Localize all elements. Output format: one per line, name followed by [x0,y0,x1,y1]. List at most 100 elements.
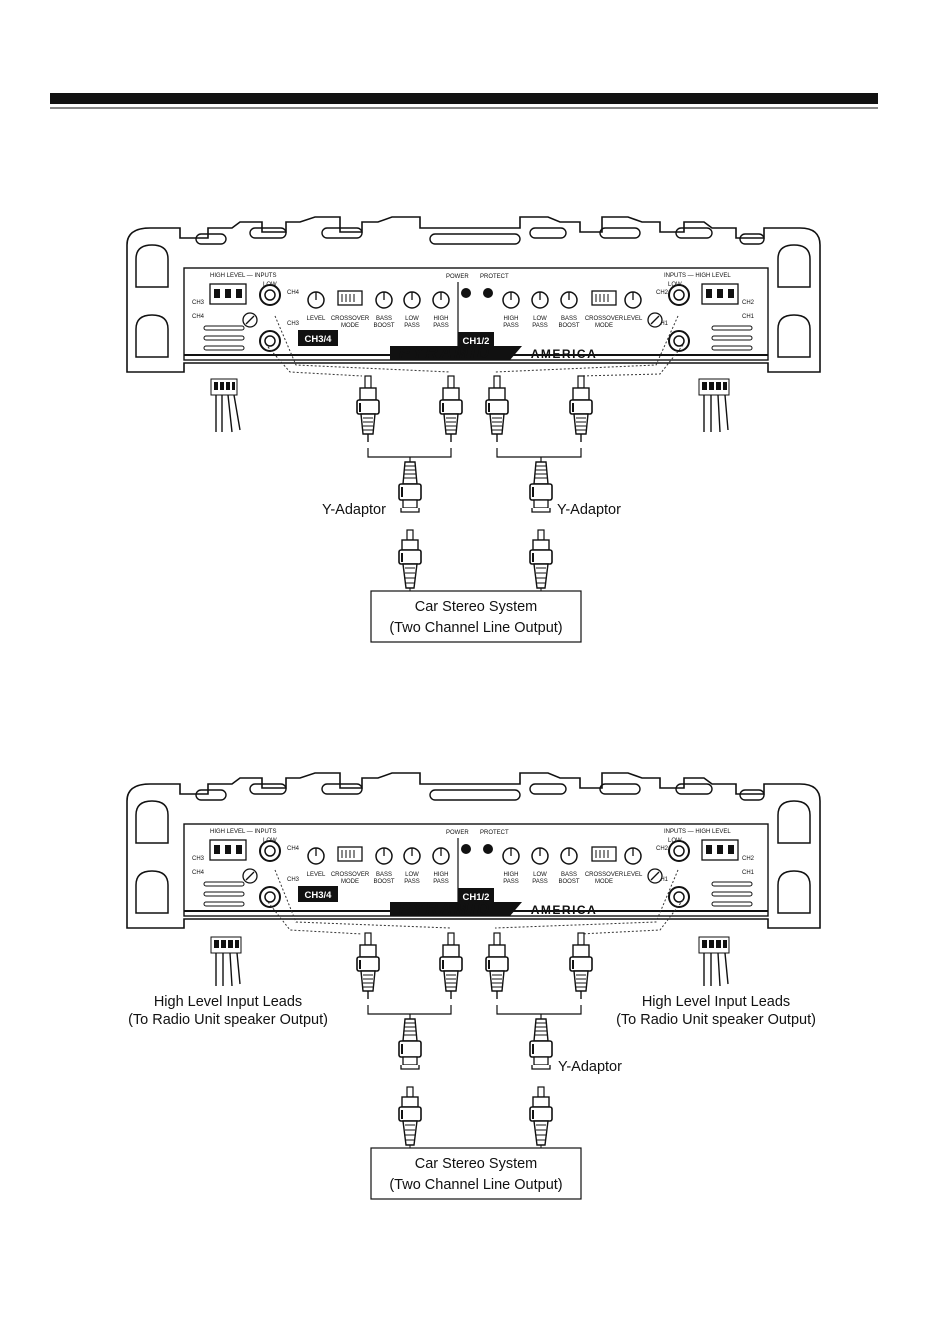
rca-plug [356,932,380,999]
channel-label: CH4 [287,846,300,852]
high-level-plug-left [210,936,242,987]
knob-label: HIGH [434,872,449,878]
high-level-plug-right [698,936,730,987]
heatsink-fin-slot [321,783,363,795]
rca-input-jack [259,886,281,908]
leads-label-left-line2: (To Radio Unit speaker Output) [128,1012,328,1028]
knob-label: MODE [341,879,359,885]
amplifier-panel: HIGH LEVEL — INPUTS INPUTS — HIGH LEVEL LO… [126,772,821,929]
rca-plug [439,375,463,442]
channel-badge-text: CH1/2 [463,892,490,903]
heatsink-fin-slot [321,227,363,239]
channel-label: CH2 [742,856,755,862]
knob-label: LOW [405,316,419,322]
heatsink-fin-slot [195,789,227,801]
knob-label: MODE [595,879,613,885]
heatsink-fin-slot [429,233,521,245]
knob-label: CROSSOVER [331,872,370,878]
heatsink-fin-slot [739,233,765,245]
knob-label: BOOST [373,323,394,329]
protect-led-label: PROTECT [480,830,509,836]
y-adaptor-label-right: Y-Adaptor [557,502,621,518]
knob-label: CROSSOVER [331,316,370,322]
heatsink-fin-slot [675,783,713,795]
protect-led [483,844,493,854]
knob-label: MODE [595,323,613,329]
rca-input-jack [259,840,281,862]
rca-input-jack [259,284,281,306]
knob-label: LOW [533,872,547,878]
channel-label: CH2 [656,290,669,296]
heatsink-side-arch [135,870,169,914]
leads-label-right-line1: High Level Input Leads [642,994,790,1010]
y-adaptor [529,461,553,513]
knob-label: BASS [561,872,577,878]
channel-label: CH3 [287,321,300,327]
heatsink-side-arch [777,800,811,844]
high-level-inputs-label: INPUTS — HIGH LEVEL [664,829,731,835]
rca-input-jack [668,284,690,306]
high-level-plug-left [210,378,241,433]
protect-led [483,288,493,298]
rca-input-jack [668,330,690,352]
channel-label: CH1 [742,870,755,876]
heatsink-fin-slot [249,227,287,239]
knob-label: HIGH [504,872,519,878]
knob-label: PASS [503,879,519,885]
knob-label: PASS [433,323,449,329]
rca-input-jack [668,886,690,908]
channel-label: CH2 [742,300,755,306]
protect-led-label: PROTECT [480,274,509,280]
channel-label: CH3 [287,877,300,883]
heatsink-outline [126,216,821,373]
power-led-label: POWER [446,830,469,836]
dotted-cable-ch4 [274,869,451,929]
dotted-cable-ch1 [579,899,684,935]
heatsink-fin-slot [249,783,287,795]
rca-plug [439,932,463,999]
high-level-inputs-label: HIGH LEVEL — INPUTS [210,829,276,835]
power-led [461,288,471,298]
rca-plug-to-stereo [398,1086,422,1146]
heatsink-outline [126,772,821,929]
heatsink-fin-slot [739,789,765,801]
knob-label: BASS [376,872,392,878]
heatsink-fin-slot [529,783,567,795]
rca-plug [485,375,509,442]
car-stereo-title: Car Stereo System [415,1156,538,1172]
channel-label: CH3 [192,856,205,862]
brand-logo-right: AMERICA [531,903,598,917]
heatsink-fin-slot [675,227,713,239]
channel-label: CH2 [656,846,669,852]
knob-label: MODE [341,323,359,329]
y-wire-right [496,448,582,462]
y-wire-left [367,448,452,462]
knob-label: LEVEL [624,316,643,322]
knob-label: CROSSOVER [585,872,624,878]
rca-plug [569,932,593,999]
rca-plug [485,932,509,999]
knob-label: HIGH [504,316,519,322]
car-stereo-box [370,1147,582,1200]
rca-plug [356,375,380,442]
high-level-inputs-label: HIGH LEVEL — INPUTS [210,273,276,279]
dotted-cable-ch1 [579,344,684,377]
power-led-label: POWER [446,274,469,280]
high-level-plug-right [698,378,730,433]
brand-logo-left: PYRAMID [399,343,491,362]
heatsink-side-arch [777,244,811,288]
knob-label: PASS [404,323,420,329]
knob-label: BOOST [373,879,394,885]
power-led [461,844,471,854]
channel-badge-text: CH3/4 [305,334,333,345]
y-adaptor-label-right: Y-Adaptor [558,1059,622,1075]
car-stereo-subtitle: (Two Channel Line Output) [389,1177,562,1193]
brand-logo-left: PYRAMID [399,899,491,918]
channel-label: CH4 [192,314,205,320]
rca-plug [569,375,593,442]
knob-label: HIGH [434,316,449,322]
rca-connectors [356,932,593,1148]
channel-label: CH3 [192,300,205,306]
